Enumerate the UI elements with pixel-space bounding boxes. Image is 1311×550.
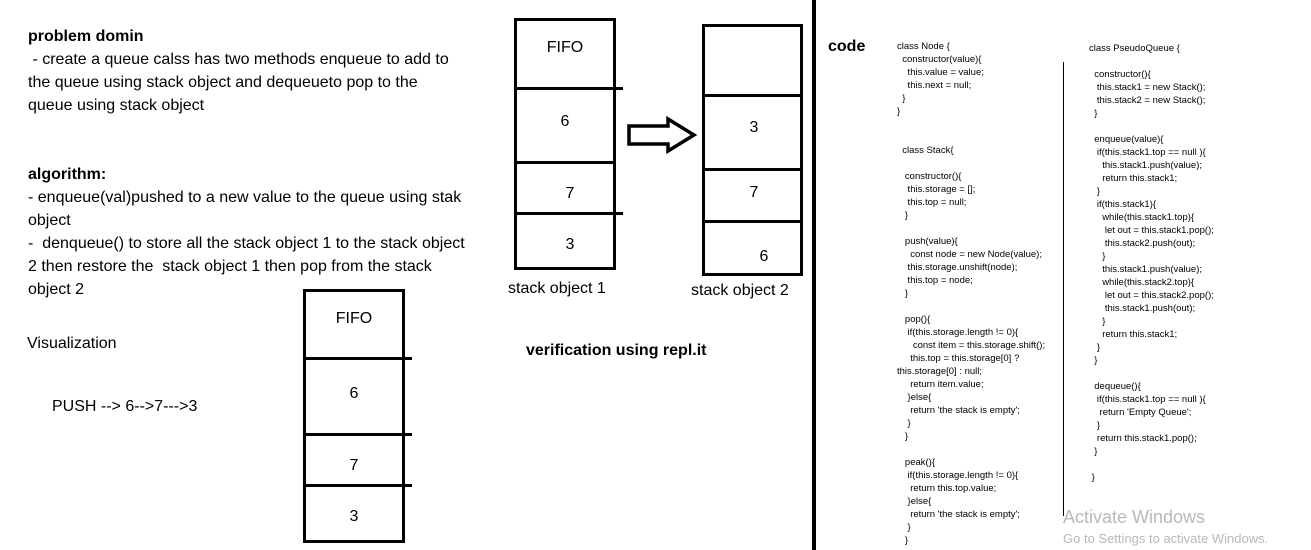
stack-separator	[303, 433, 412, 436]
visualization-label: Visualization	[27, 335, 117, 352]
vertical-divider	[812, 0, 816, 550]
stack-cell: 7	[565, 185, 575, 202]
algorithm-heading: algorithm:	[28, 166, 107, 183]
stack-object-2-caption: stack object 2	[691, 282, 789, 299]
problem-text: - create a queue calss has two methods e…	[28, 51, 449, 114]
algorithm-text: - enqueue(val)pushed to a new value to t…	[28, 189, 465, 298]
stack-cell: 6	[759, 248, 769, 265]
stack-separator	[702, 220, 803, 223]
code-label: code	[828, 38, 866, 55]
activate-windows-watermark: Activate Windows	[1063, 507, 1206, 527]
push-sequence-text: PUSH --> 6-->7--->3	[52, 398, 198, 415]
code-column-divider	[1063, 62, 1064, 516]
stack-cell: 6	[349, 385, 359, 402]
fifo-stack-box	[303, 289, 405, 543]
code-block-node-stack: class Node { constructor(value){ this.va…	[897, 41, 1046, 546]
right-arrow-icon	[627, 116, 698, 154]
stack-separator	[514, 87, 623, 90]
stack-header-fifo: FIFO	[335, 310, 373, 327]
stack-cell: 7	[749, 184, 759, 201]
stack-separator	[514, 161, 616, 164]
stack-object-1-box	[514, 18, 616, 270]
stack-cell: 7	[349, 457, 359, 474]
verification-text: verification using repl.it	[526, 342, 707, 359]
stack-cell: 3	[565, 236, 575, 253]
stack-cell: 3	[349, 508, 359, 525]
stack-cell: 6	[560, 113, 570, 130]
stack-cell: 3	[749, 119, 759, 136]
stack-separator	[702, 94, 803, 97]
stack-separator	[702, 168, 803, 171]
stack-separator	[514, 212, 623, 215]
stack-separator	[303, 357, 412, 360]
code-block-pseudoqueue: class PseudoQueue { constructor(){ this.…	[1089, 43, 1214, 483]
problem-heading: problem domin	[28, 28, 144, 45]
stack-object-1-caption: stack object 1	[508, 280, 606, 297]
stack-header-fifo: FIFO	[546, 39, 584, 56]
activate-windows-subtext: Go to Settings to activate Windows.	[1063, 531, 1269, 546]
stack-separator	[303, 484, 412, 487]
stack-object-2-box	[702, 24, 803, 276]
